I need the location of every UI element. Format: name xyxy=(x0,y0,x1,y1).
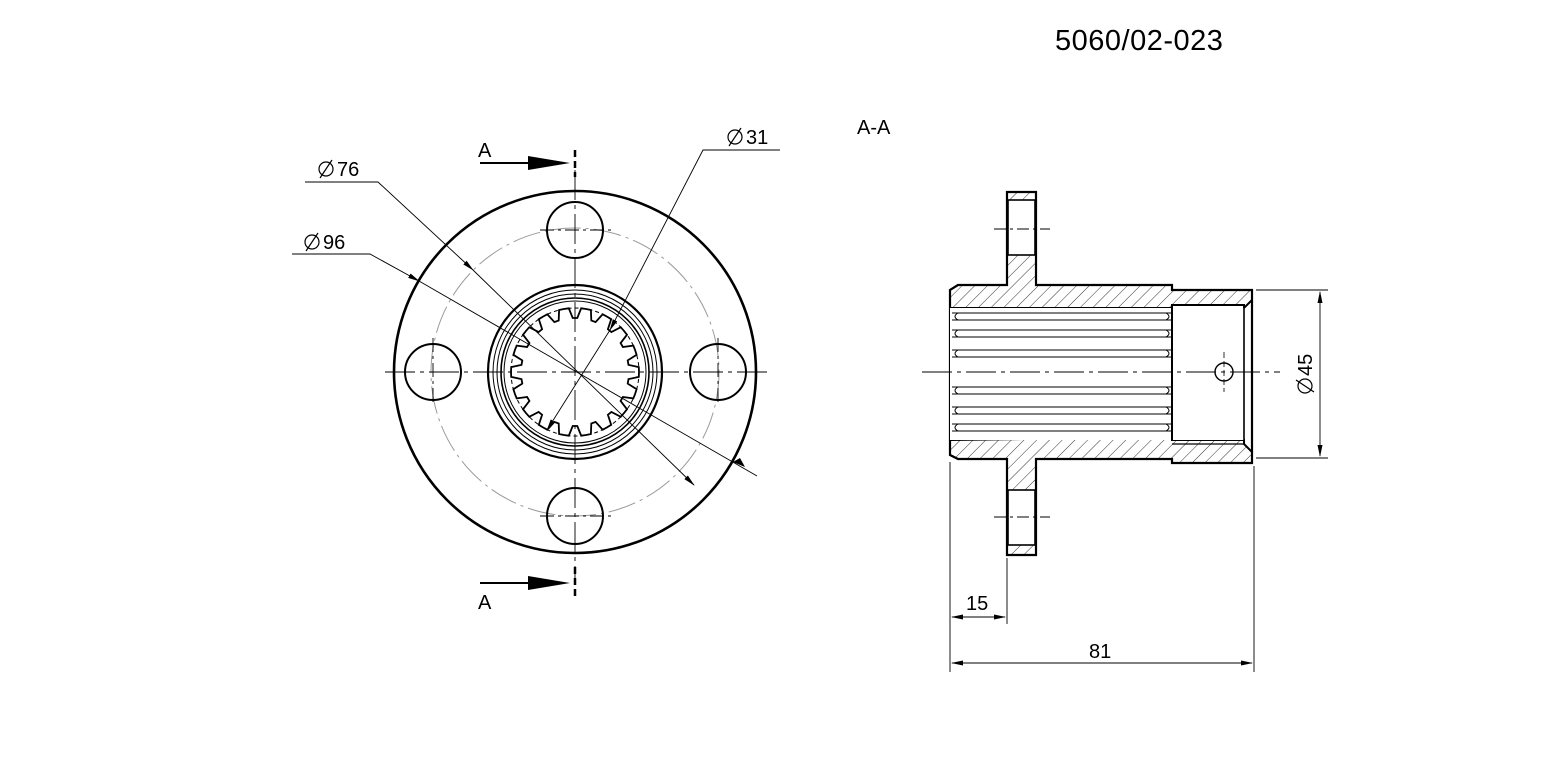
dimension-bore: 31 xyxy=(546,127,780,431)
section-marker-bottom: A xyxy=(478,592,492,614)
section-view: A-A xyxy=(857,117,1328,672)
section-arrow-top xyxy=(480,156,570,170)
dimension-pitch-circle: 76 xyxy=(305,159,695,486)
dimension-overall-length: 81 xyxy=(951,466,1255,672)
front-view: A A 76 96 xyxy=(292,127,780,614)
section-title: A-A xyxy=(857,117,891,139)
section-outline xyxy=(948,190,1254,557)
section-arrow-bottom xyxy=(480,576,570,590)
section-marker-top: A xyxy=(478,140,492,162)
section-body-bottom xyxy=(949,435,1253,556)
dimension-section-diameter: 45 xyxy=(1256,289,1328,459)
diameter-symbol xyxy=(727,127,743,147)
spline-groove-end xyxy=(954,312,1170,321)
part-number: 5060/02-023 xyxy=(1055,25,1224,57)
dim-bore-label: 31 xyxy=(746,127,768,149)
spline-groove-end xyxy=(954,386,1170,395)
dimension-outer-diameter: 96 xyxy=(292,232,758,477)
dim-flange-offset-label: 15 xyxy=(966,593,988,615)
spline-groove-end xyxy=(954,349,1170,358)
bore-cavity xyxy=(950,308,1244,440)
flange-hole-bottom xyxy=(1007,489,1036,546)
dimension-flange-offset: 15 xyxy=(949,462,1008,672)
flange-hole-top xyxy=(1007,199,1036,256)
diameter-symbol xyxy=(1295,378,1315,394)
spline-grooves xyxy=(952,312,1172,432)
dim-outer-label: 96 xyxy=(323,232,345,254)
dim-overall-length-label: 81 xyxy=(1089,641,1111,663)
diameter-symbol xyxy=(318,159,334,179)
spline-groove-end xyxy=(954,423,1170,432)
diameter-symbol xyxy=(304,232,320,252)
spline-groove-end xyxy=(954,406,1170,415)
dim-section-diameter-label: 45 xyxy=(1295,354,1317,376)
spline-groove-end xyxy=(954,329,1170,338)
bolt-holes xyxy=(404,201,747,545)
dim-pitch-circle-label: 76 xyxy=(337,159,359,181)
